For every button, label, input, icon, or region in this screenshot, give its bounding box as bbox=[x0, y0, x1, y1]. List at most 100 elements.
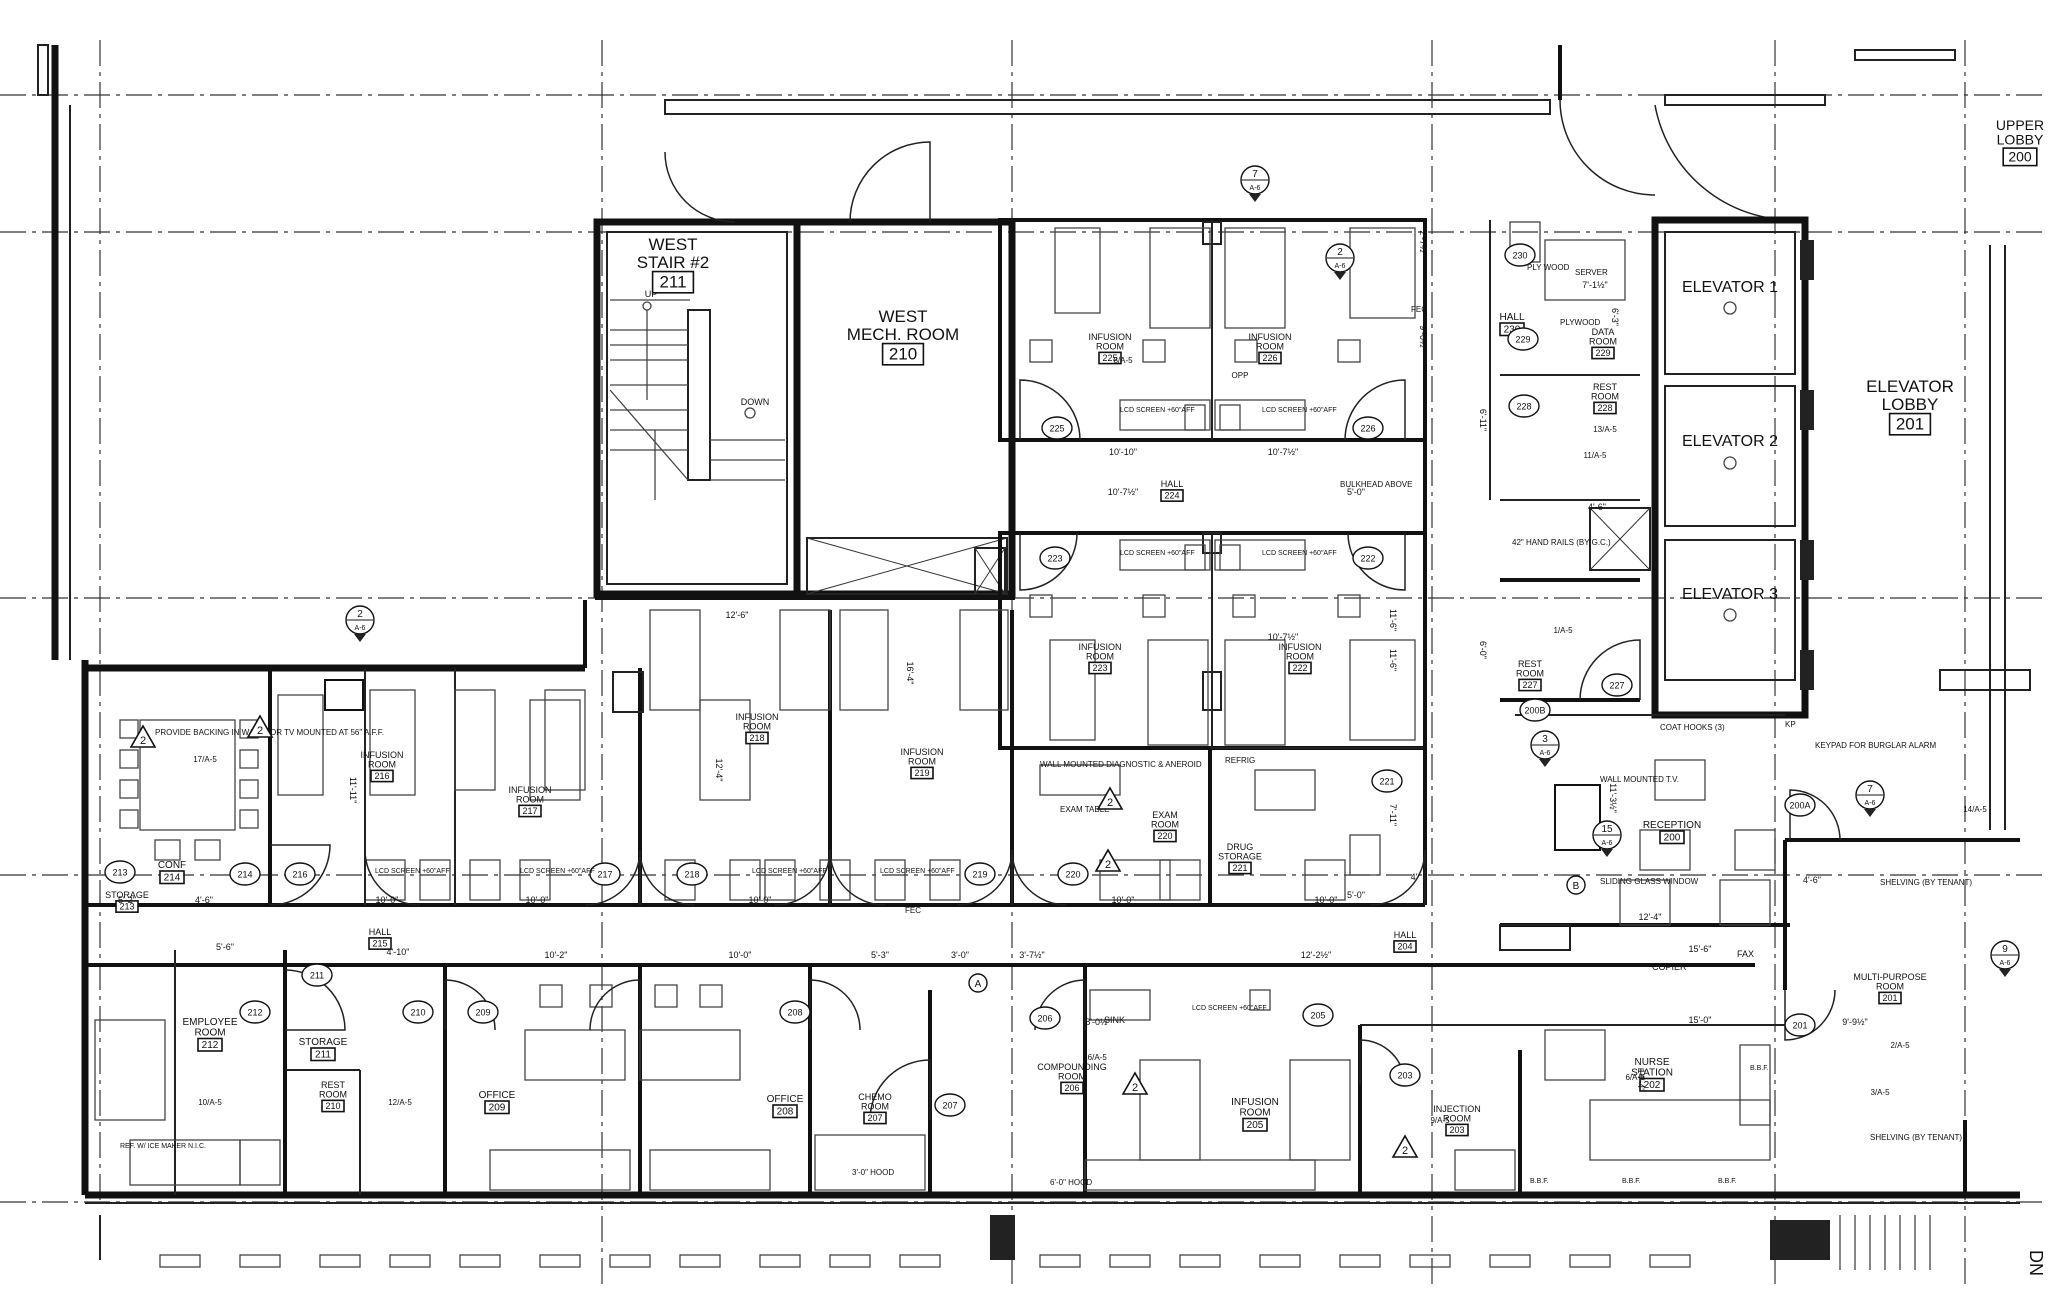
room-name-line: INFUSION bbox=[1278, 642, 1321, 652]
detail-tag: 14/A-5 bbox=[1963, 805, 1987, 814]
dimension-label: 10'-10" bbox=[1109, 447, 1137, 457]
note-exam-table: EXAM TABLE bbox=[1060, 805, 1110, 814]
revision-number: 2 bbox=[1132, 1082, 1138, 1094]
room-name-line: STATION bbox=[1631, 1068, 1673, 1079]
dimension-label: 10'-0" bbox=[1315, 895, 1338, 905]
door-tag-210: 210 bbox=[402, 1000, 434, 1024]
section-ref-number: 7 bbox=[1867, 784, 1873, 795]
room-name-line: STAIR #2 bbox=[637, 253, 709, 272]
room-number: 212 bbox=[202, 1040, 219, 1051]
room-number-box bbox=[1639, 1077, 1665, 1092]
door-tag-203: 203 bbox=[1389, 1063, 1421, 1087]
dimension-label: 6'-3" bbox=[1610, 308, 1620, 326]
room-name-line: CONF bbox=[158, 860, 186, 871]
dimension-label: 4'-6" bbox=[195, 895, 213, 905]
room-number-box bbox=[651, 270, 695, 294]
dimension-label: 10'-0" bbox=[729, 950, 752, 960]
room-name-line: ROOM bbox=[1516, 668, 1544, 678]
dimension-label: 7'-1½" bbox=[1582, 280, 1607, 290]
dimension-label: 11'-6" bbox=[1388, 649, 1398, 671]
note-fax: FAX bbox=[1737, 949, 1754, 959]
room-name-line: ROOM bbox=[1286, 651, 1314, 661]
door-tag-217: 217 bbox=[589, 862, 621, 886]
door-tag-230: 230 bbox=[1504, 243, 1536, 267]
room-number-box bbox=[321, 1099, 345, 1113]
note-dn: DN bbox=[2026, 1250, 2046, 1276]
door-tag-number: 217 bbox=[597, 870, 612, 880]
door-tag-number: 220 bbox=[1065, 870, 1080, 880]
revision-number: 2 bbox=[1402, 1145, 1408, 1157]
door-tag-209: 209 bbox=[467, 1000, 499, 1024]
door-tag-number: 208 bbox=[787, 1008, 802, 1018]
room-number-box bbox=[1228, 861, 1252, 875]
room-name-line: HALL bbox=[1499, 312, 1524, 323]
door-tag-number: 221 bbox=[1379, 777, 1394, 787]
room-number: 230 bbox=[1504, 325, 1521, 336]
note-lcd-219: LCD SCREEN +60"AFF bbox=[880, 868, 955, 875]
room-name-line: ROOM bbox=[743, 721, 771, 731]
note-bbf-3: B.B.F. bbox=[1718, 1178, 1737, 1185]
room-name-line: EXAM bbox=[1152, 810, 1178, 820]
door-tag-208: 208 bbox=[779, 1000, 811, 1024]
door-tag-number: 200A bbox=[1789, 801, 1810, 811]
door-tag-number: 218 bbox=[684, 870, 699, 880]
room-name-line: ROOM bbox=[368, 759, 396, 769]
room-number: 211 bbox=[659, 273, 686, 292]
room-number: 211 bbox=[315, 1050, 331, 1061]
note-ply-wood: PLY WOOD bbox=[1527, 263, 1570, 272]
detail-tag: OPP bbox=[1232, 371, 1249, 380]
door-tag-226: 226 bbox=[1352, 416, 1384, 440]
note-sliding: SLIDING GLASS WINDOW bbox=[1600, 877, 1699, 886]
room-name-line: HALL bbox=[1161, 479, 1184, 489]
room-name-line: INFUSION bbox=[1078, 642, 1121, 652]
room-name-line: STORAGE bbox=[299, 1037, 348, 1048]
room-number-box bbox=[1518, 678, 1542, 692]
door-tag-222: 222 bbox=[1352, 546, 1384, 570]
room-name-line: ROOM bbox=[1086, 651, 1114, 661]
room-number: 210 bbox=[325, 1101, 340, 1111]
door-tag-214: 214 bbox=[229, 862, 261, 886]
room-name-line: INFUSION bbox=[360, 750, 403, 760]
room-name-line: ROOM bbox=[1239, 1108, 1270, 1119]
room-name-line: CHEMO bbox=[858, 1092, 892, 1102]
door-tag-number: 201 bbox=[1792, 1021, 1807, 1031]
door-tag-number: 206 bbox=[1037, 1014, 1052, 1024]
room-name-line: INFUSION bbox=[1231, 1097, 1279, 1108]
door-tag-number: 213 bbox=[112, 868, 127, 878]
note-plywood: PLYWOOD bbox=[1560, 318, 1601, 327]
room-name-line: ROOM bbox=[1151, 819, 1179, 829]
section-ref-sheet: A-6 bbox=[1865, 800, 1876, 807]
room-number-box bbox=[1288, 661, 1312, 675]
dimension-label: 5'-6" bbox=[216, 942, 234, 952]
marker-a: A bbox=[975, 979, 982, 990]
room-number-box bbox=[115, 900, 139, 913]
door-tag-number: 207 bbox=[942, 1101, 957, 1111]
room-number-box bbox=[1153, 829, 1177, 843]
dimension-label: 7'-11" bbox=[1388, 804, 1398, 826]
note-keypad: KEYPAD FOR BURGLAR ALARM bbox=[1815, 741, 1937, 750]
door-tag-216: 216 bbox=[284, 862, 316, 886]
note-fec-2: FEC bbox=[905, 906, 921, 915]
door-tag-number: 228 bbox=[1516, 402, 1531, 412]
room-name-line: INFUSION bbox=[900, 747, 943, 757]
room-number: 223 bbox=[1092, 663, 1107, 673]
dimension-label: 3'-0" bbox=[951, 950, 969, 960]
elevator-1-label: ELEVATOR 1 bbox=[1682, 279, 1778, 296]
room-number-box bbox=[1098, 351, 1122, 365]
detail-tag: 2/A-5 bbox=[1890, 1041, 1910, 1050]
dimension-label: 4'-10" bbox=[387, 947, 410, 957]
room-number-box bbox=[863, 1111, 887, 1125]
section-ref-number: 2 bbox=[357, 609, 363, 620]
room-number-box bbox=[745, 731, 769, 745]
dimension-label: 11'-6" bbox=[1388, 609, 1398, 631]
